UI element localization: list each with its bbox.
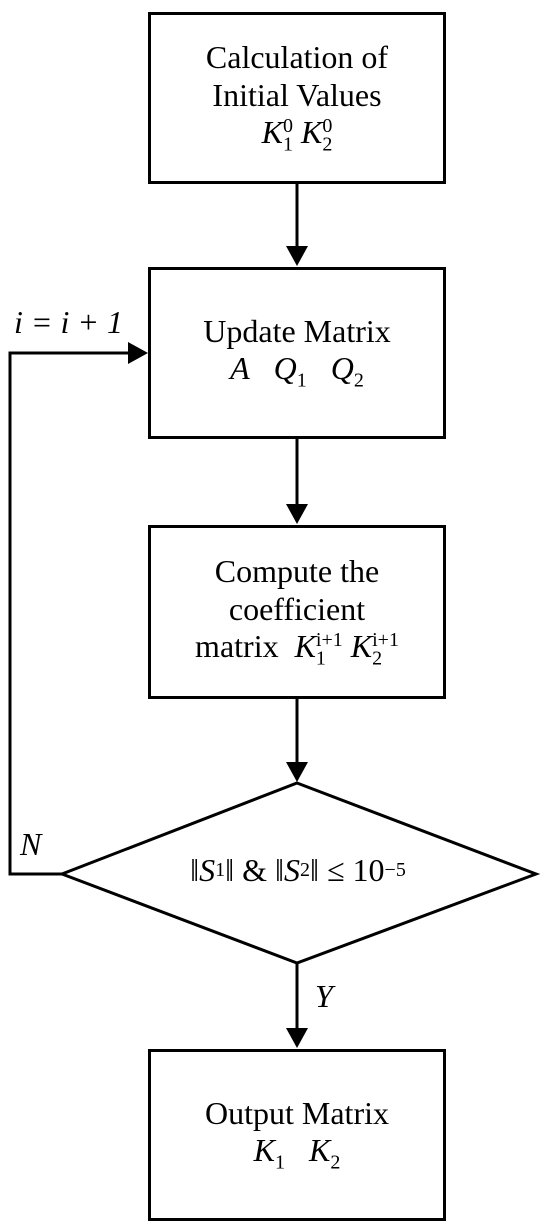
arrowhead-compute bbox=[286, 504, 308, 524]
update-line1: Update Matrix bbox=[203, 312, 391, 349]
output-symbols: K1 K2 bbox=[253, 1132, 341, 1174]
compute-line3: matrix K1i+1 K2i+1 bbox=[195, 628, 399, 670]
compute-line2: coefficient bbox=[228, 590, 366, 627]
arrowhead-loop bbox=[128, 342, 148, 364]
compute-line1: Compute the bbox=[214, 552, 380, 589]
arrowhead-decision bbox=[286, 762, 308, 782]
initial-symbols: K10 K20 bbox=[261, 114, 333, 156]
loop-label: i = i + 1 bbox=[14, 304, 123, 340]
no-label: N bbox=[20, 826, 42, 862]
box-initial-values: Calculation of Initial Values K10 K20 bbox=[148, 12, 446, 184]
yes-label: Y bbox=[315, 978, 333, 1014]
arrowhead-update bbox=[286, 246, 308, 266]
loop-back-line bbox=[8, 351, 128, 876]
box-compute-coefficient: Compute the coefficient matrix K1i+1 K2i… bbox=[148, 525, 446, 699]
box-output-matrix: Output Matrix K1 K2 bbox=[148, 1049, 446, 1221]
output-line1: Output Matrix bbox=[205, 1094, 389, 1131]
initial-line2: Initial Values bbox=[212, 76, 382, 113]
box-update-matrix: Update Matrix A Q1 Q2 bbox=[148, 267, 446, 439]
initial-line1: Calculation of bbox=[205, 38, 389, 75]
decision-diamond bbox=[57, 781, 541, 965]
arrowhead-output bbox=[286, 1028, 308, 1048]
update-symbols: A Q1 Q2 bbox=[230, 350, 364, 392]
